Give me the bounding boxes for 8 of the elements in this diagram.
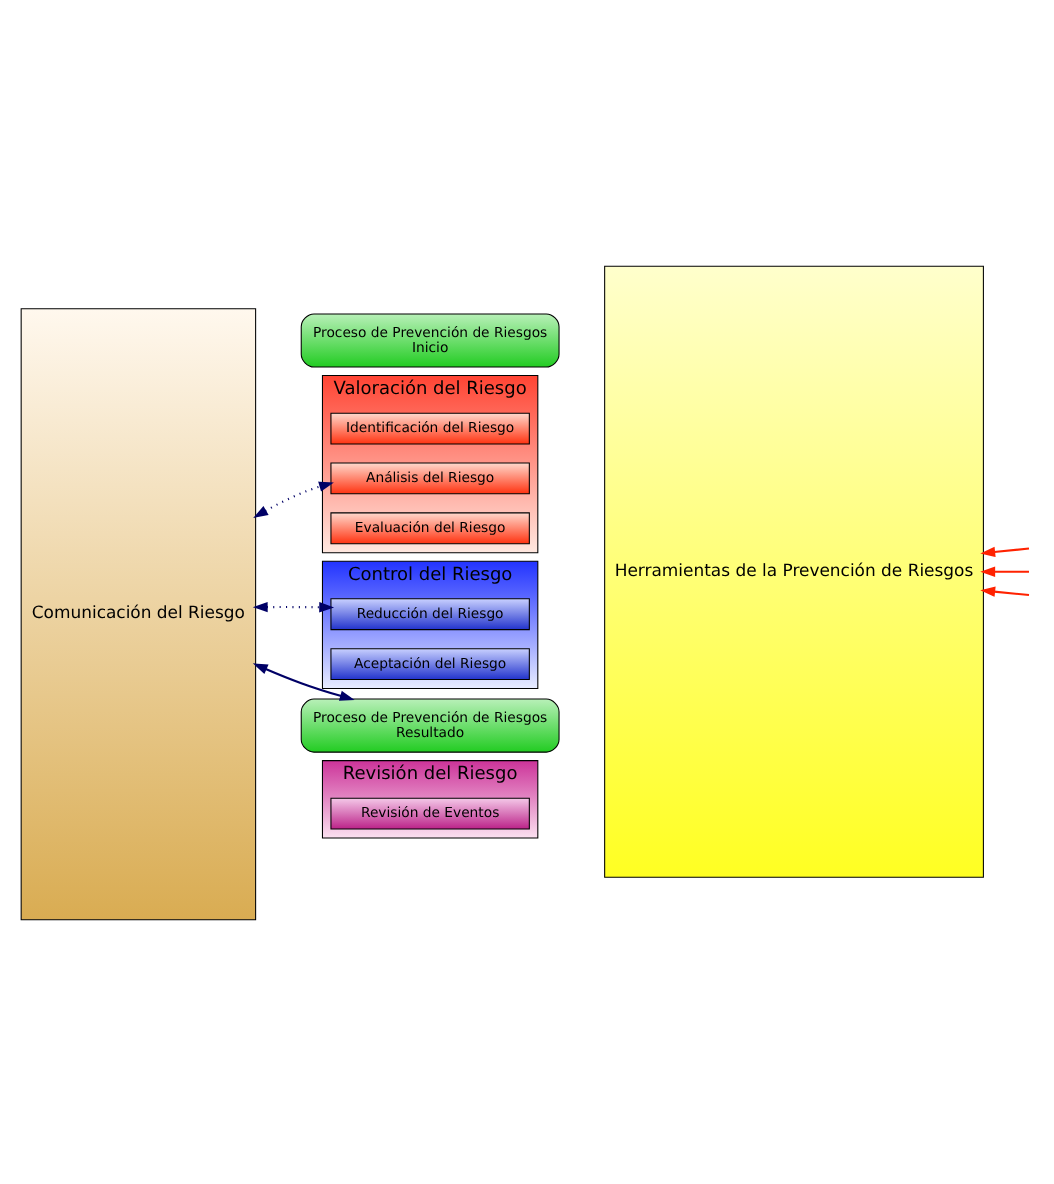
arrow	[980, 585, 1030, 596]
node-box: Comunicación del Riesgo	[20, 307, 257, 920]
arrow	[252, 600, 335, 612]
arrow	[980, 565, 1029, 576]
arrow	[253, 480, 334, 517]
arrow	[980, 545, 1030, 557]
node-box: Herramientas de la Prevención de Riesgos	[604, 264, 984, 877]
arrow	[252, 662, 355, 700]
